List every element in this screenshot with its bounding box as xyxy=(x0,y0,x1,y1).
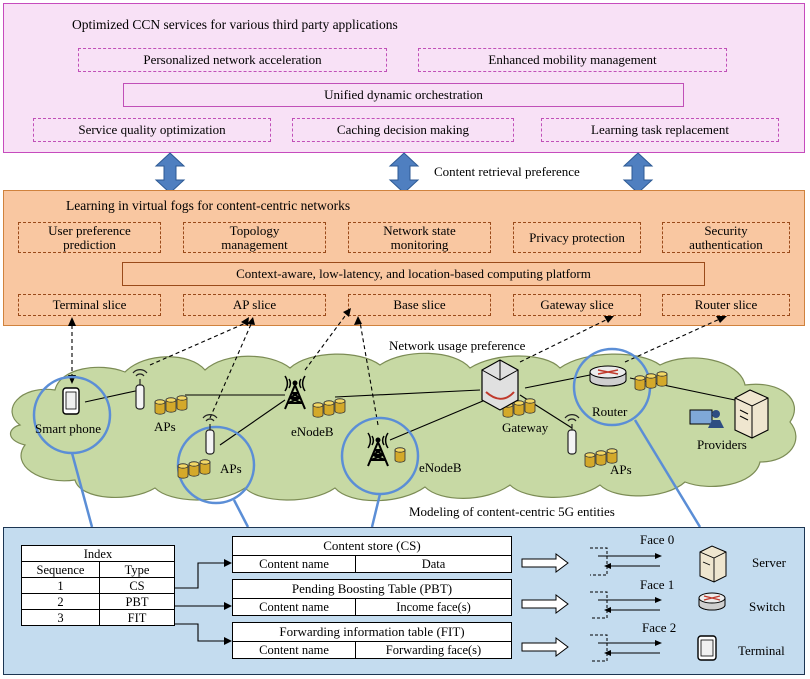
server-label: Server xyxy=(752,555,786,570)
face0-label: Face 0 xyxy=(640,532,675,547)
ap-slice-box: AP slice xyxy=(183,294,326,316)
content-store-box: Content store (CS) Content name Data xyxy=(232,536,512,573)
learning-task-box: Learning task replacement xyxy=(541,118,779,142)
network-state-line2: monitoring xyxy=(390,236,449,252)
cs-col1: Content name xyxy=(233,556,356,573)
enodeb-label-2: eNodeB xyxy=(419,460,462,475)
switch-label: Switch xyxy=(749,599,786,614)
mobility-management-box: Enhanced mobility management xyxy=(418,48,727,72)
hollow-arrow-pbt xyxy=(521,594,569,614)
security-box: Security authentication xyxy=(662,222,790,253)
fit-col2: Forwarding face(s) xyxy=(385,643,482,657)
fog-layer xyxy=(3,190,805,326)
pointer-aps xyxy=(232,499,250,528)
fit-box: Forwarding information table (FIT) Conte… xyxy=(232,622,512,659)
switch-icon xyxy=(698,592,726,611)
topology-line1: Topology xyxy=(229,222,280,238)
connector-cs xyxy=(175,562,228,589)
security-line2: authentication xyxy=(689,236,763,252)
network-state-line1: Network state xyxy=(383,222,456,238)
security-line1: Security xyxy=(704,222,748,238)
pointer-enodeb xyxy=(370,493,382,528)
link-gateway-router xyxy=(524,374,591,389)
terminal-slice-box: Terminal slice xyxy=(18,294,161,316)
face1-label: Face 1 xyxy=(640,577,675,592)
dash-ap2-apslice xyxy=(209,321,253,419)
network-usage-label: Network usage preference xyxy=(389,338,526,353)
pbt-box: Pending Boosting Table (PBT) Content nam… xyxy=(232,579,512,616)
index-type-cell: FIT xyxy=(99,609,175,626)
cs-col2: Data xyxy=(421,557,446,571)
dash-router-routerslice xyxy=(624,317,723,363)
connector-fit xyxy=(175,623,228,642)
modeling-label: Modeling of content-centric 5G entities xyxy=(409,504,615,519)
content-store-title: Content store (CS) xyxy=(233,537,511,556)
pbt-col2: Income face(s) xyxy=(396,600,471,614)
link-enodeb1-gateway xyxy=(334,389,481,398)
dash-ap1-apslice xyxy=(149,321,249,366)
privacy-box: Privacy protection xyxy=(513,222,641,253)
personalized-acceleration-box: Personalized network acceleration xyxy=(78,48,387,72)
link-enodeb2-gateway xyxy=(389,397,491,441)
table-row: 3 FIT xyxy=(21,609,175,626)
service-quality-box: Service quality optimization xyxy=(33,118,271,142)
providers-icon xyxy=(689,389,769,439)
index-type-cell: PBT xyxy=(99,593,175,610)
smartphone-label: Smart phone xyxy=(35,421,102,436)
user-preference-box: User preference prediction xyxy=(18,222,161,253)
index-header-sequence: Sequence xyxy=(21,561,100,578)
enodeb-label-1: eNodeB xyxy=(291,424,334,439)
base-slice-box: Base slice xyxy=(348,294,491,316)
server-icon xyxy=(699,545,727,583)
orchestration-box: Unified dynamic orchestration xyxy=(123,83,684,107)
aps-label-1: APs xyxy=(154,419,176,434)
index-table: Index Sequence Type 1 CS 2 PBT 3 FIT xyxy=(21,545,175,626)
pointer-router xyxy=(633,419,702,528)
gateway-label: Gateway xyxy=(502,420,549,435)
fog-layer-title: Learning in virtual fogs for content-cen… xyxy=(66,198,351,213)
router-slice-box: Router slice xyxy=(662,294,790,316)
topology-box: Topology management xyxy=(183,222,326,253)
hollow-arrow-cs xyxy=(521,553,569,573)
router-label: Router xyxy=(592,404,628,419)
user-preference-line2: prediction xyxy=(63,236,116,252)
dash-enb2-baseslice xyxy=(359,321,379,426)
fit-title: Forwarding information table (FIT) xyxy=(233,623,511,642)
gateway-icon xyxy=(481,359,519,411)
content-retrieval-label: Content retrieval preference xyxy=(434,164,580,179)
face1-diagram xyxy=(590,591,660,619)
router-icon xyxy=(589,365,627,387)
terminal-label: Terminal xyxy=(738,643,785,658)
link-phone-ap xyxy=(84,389,141,403)
topology-line2: management xyxy=(221,236,288,252)
aps-label-2: APs xyxy=(220,461,242,476)
terminal-icon xyxy=(697,635,717,661)
caching-decision-box: Caching decision making xyxy=(292,118,514,142)
link-ap2-enodeb1 xyxy=(219,399,286,446)
user-preference-line1: User preference xyxy=(48,222,131,238)
platform-box: Context-aware, low-latency, and location… xyxy=(122,262,705,286)
face2-diagram xyxy=(590,634,660,662)
pbt-title: Pending Boosting Table (PBT) xyxy=(233,580,511,599)
services-layer-title: Optimized CCN services for various third… xyxy=(72,17,398,32)
pointer-phone xyxy=(70,452,94,528)
fit-col1: Content name xyxy=(233,642,356,659)
face2-label: Face 2 xyxy=(642,620,677,635)
table-row: 2 PBT xyxy=(21,593,175,610)
network-state-box: Network state monitoring xyxy=(348,222,491,253)
services-layer xyxy=(3,3,805,153)
providers-label: Providers xyxy=(697,437,747,452)
dash-gateway-gwslice xyxy=(519,317,611,363)
face0-diagram xyxy=(590,547,660,576)
aps-label-3: APs xyxy=(610,462,632,477)
dash-enb1-baseslice xyxy=(304,311,349,371)
smartphone-icon xyxy=(62,387,80,415)
gateway-slice-box: Gateway slice xyxy=(513,294,641,316)
hollow-arrow-fit xyxy=(521,637,569,657)
pbt-col1: Content name xyxy=(233,599,356,616)
